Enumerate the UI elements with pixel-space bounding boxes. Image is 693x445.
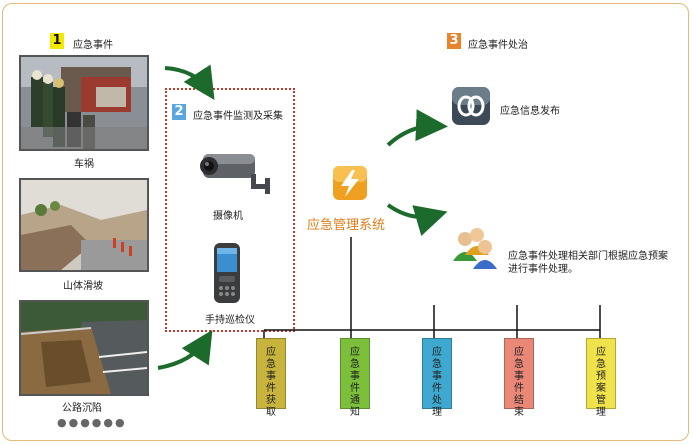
arrow-to-publish <box>386 109 448 147</box>
stage-connectors <box>263 237 601 340</box>
handle-label-2: 进行事件处理。 <box>508 264 578 275</box>
accident-caption: 车祸 <box>74 159 94 170</box>
stage-notify: 应急事件通知 <box>340 338 370 418</box>
handheld-label: 手持巡检仪 <box>205 315 255 326</box>
road-collapse-photo <box>19 300 149 396</box>
section-1-title: 应急事件 <box>73 40 113 51</box>
stage-acquire: 应急事件获取 <box>256 338 286 418</box>
outer-frame <box>2 3 689 441</box>
people-icon <box>451 225 499 275</box>
stage-process: 应急事件处理 <box>422 338 452 418</box>
center-title: 应急管理系统 <box>307 218 386 233</box>
step-3-badge: 3 <box>447 33 461 49</box>
section-3-title: 应急事件处治 <box>468 40 528 51</box>
monitoring-group <box>165 88 295 332</box>
arrow-to-handheld <box>157 329 213 370</box>
landslide-photo <box>19 178 149 272</box>
stage-acquire-label: 应急事件获取 <box>266 347 276 418</box>
lightning-app-icon <box>332 165 368 207</box>
publish-label: 应急信息发布 <box>500 106 560 117</box>
camera-label: 摄像机 <box>213 211 243 222</box>
arrow-to-monitoring <box>164 64 215 101</box>
handheld-device-icon <box>213 242 241 308</box>
stage-finish-label: 应急事件结束 <box>514 347 524 418</box>
step-1-badge: 1 <box>50 33 64 49</box>
stage-finish: 应急事件结束 <box>504 338 534 418</box>
stage-plan-manage: 应急预案管理 <box>586 338 616 418</box>
stage-plan-manage-label: 应急预案管理 <box>596 347 606 418</box>
step-2-badge: 2 <box>172 104 186 120</box>
accident-photo <box>19 55 149 151</box>
section-2-title: 应急事件监测及采集 <box>193 111 283 122</box>
stage-notify-label: 应急事件通知 <box>350 347 360 418</box>
landslide-caption: 山体滑坡 <box>63 281 103 292</box>
road-collapse-caption: 公路沉陷 <box>62 403 102 414</box>
arrow-to-departments <box>386 203 448 236</box>
camera-icon <box>195 148 271 202</box>
handle-label-1: 应急事件处理相关部门根据应急预案 <box>508 251 668 262</box>
link-app-icon <box>451 86 491 130</box>
more-indicator: ●●●●●● <box>57 416 127 429</box>
stage-process-label: 应急事件处理 <box>432 347 442 418</box>
